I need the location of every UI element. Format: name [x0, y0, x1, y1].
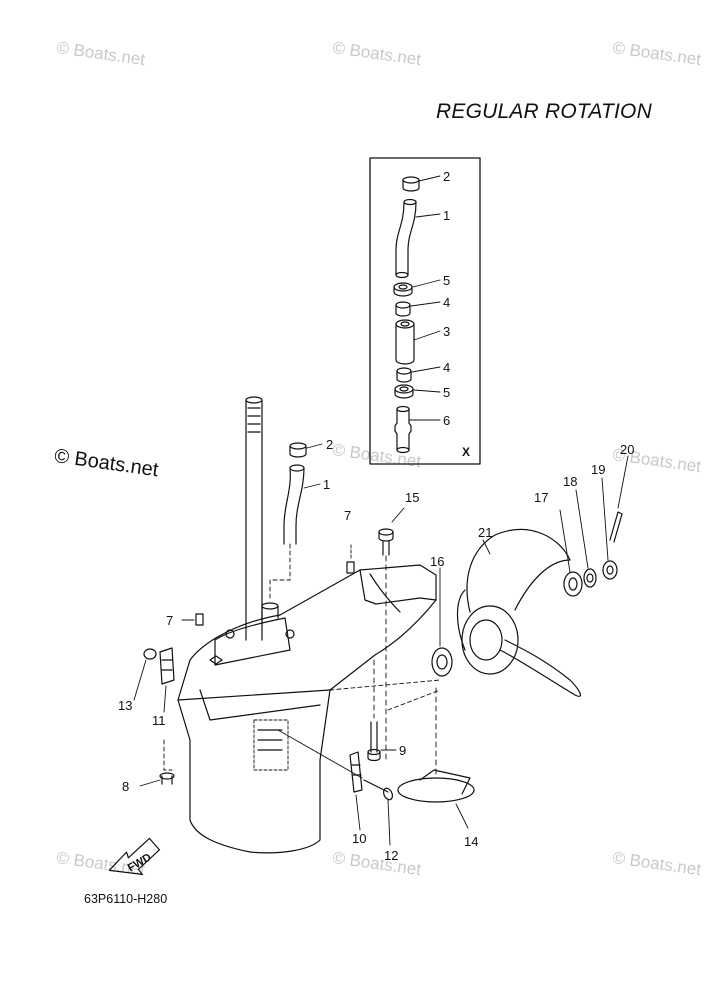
grommet-part [395, 319, 415, 365]
seal-part [394, 384, 414, 399]
dowel-pin [181, 613, 204, 626]
cotter-pin [609, 455, 629, 543]
lower-casing [177, 564, 437, 854]
anode-plate [397, 687, 475, 829]
drive-shaft [245, 396, 263, 641]
callout-11: 11 [152, 713, 166, 728]
seal-part [393, 282, 413, 297]
callout-18: 18 [563, 474, 577, 489]
drawing-code: 63P6110-H280 [84, 892, 168, 906]
bolt-part [378, 507, 405, 761]
bush-part [396, 367, 412, 383]
callout-7: 7 [166, 613, 173, 628]
inset-label: X [462, 445, 470, 459]
screw-part [277, 729, 394, 846]
bolt-part [367, 659, 397, 762]
dowel-pin [346, 544, 355, 574]
callout-7: 7 [344, 508, 351, 523]
thrust-washer [431, 567, 453, 677]
nut-part [133, 648, 157, 701]
washer-part [575, 489, 597, 588]
callout-1: 1 [323, 477, 330, 492]
callout-19: 19 [591, 462, 605, 477]
bolt-part [139, 739, 175, 787]
cover-part [349, 751, 363, 831]
callout-17: 17 [534, 490, 548, 505]
callout-4: 4 [443, 360, 450, 375]
callout-1: 1 [443, 208, 450, 223]
callout-2: 2 [443, 169, 450, 184]
pipe-part [394, 405, 412, 454]
bush-part [402, 176, 420, 192]
callout-4: 4 [443, 295, 450, 310]
callout-5: 5 [443, 273, 450, 288]
callout-8: 8 [122, 779, 129, 794]
callout-14: 14 [464, 834, 478, 849]
bush-part [395, 301, 411, 317]
inset-box: X [369, 157, 481, 465]
callout-2: 2 [326, 437, 333, 452]
propeller [456, 529, 582, 697]
diagram-title: REGULAR ROTATION [436, 100, 652, 123]
spacer-part [559, 509, 583, 597]
callout-3: 3 [443, 324, 450, 339]
callout-5: 5 [443, 385, 450, 400]
fwd-arrow-icon: FWD [108, 837, 161, 875]
callout-20: 20 [620, 442, 634, 457]
callout-9: 9 [399, 743, 406, 758]
anode-part [159, 647, 175, 713]
callout-10: 10 [352, 831, 366, 846]
callout-12: 12 [384, 848, 398, 863]
nut-part [601, 477, 618, 580]
callout-21: 21 [478, 525, 492, 540]
callout-13: 13 [118, 698, 132, 713]
water-pipe-main [269, 442, 323, 601]
callout-6: 6 [443, 413, 450, 428]
water-pipe-part [395, 198, 417, 279]
callout-16: 16 [430, 554, 444, 569]
callout-15: 15 [405, 490, 419, 505]
